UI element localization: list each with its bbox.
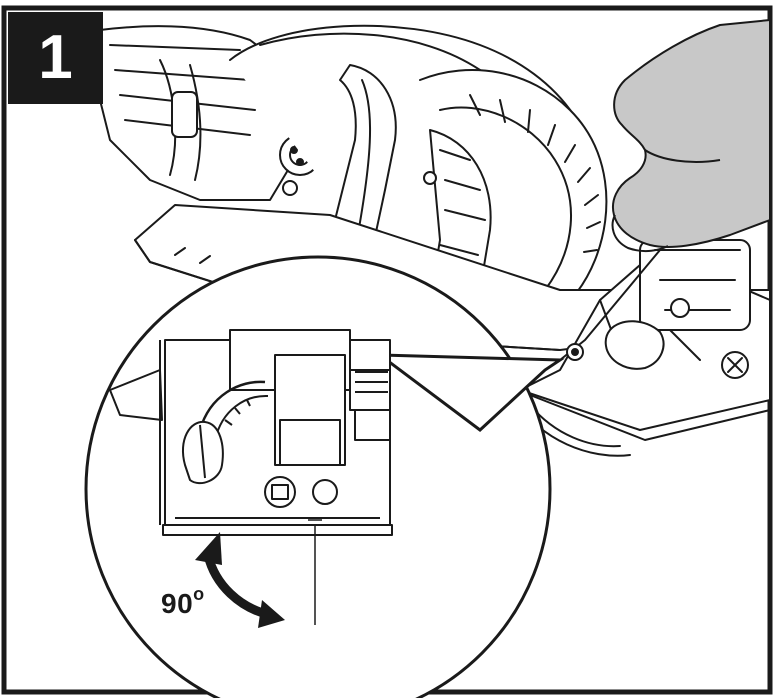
step-number: 1 (38, 23, 73, 92)
circular-saw-drawing (99, 24, 771, 457)
angle-value: 90 (161, 588, 194, 619)
step-number-badge: 1 (8, 12, 103, 104)
angle-label: 90o (161, 584, 205, 620)
curved-double-arrow-icon (195, 532, 285, 628)
gloved-hand (611, 19, 771, 253)
angle-unit: o (193, 584, 205, 604)
inset-mechanism-drawing (109, 329, 393, 625)
